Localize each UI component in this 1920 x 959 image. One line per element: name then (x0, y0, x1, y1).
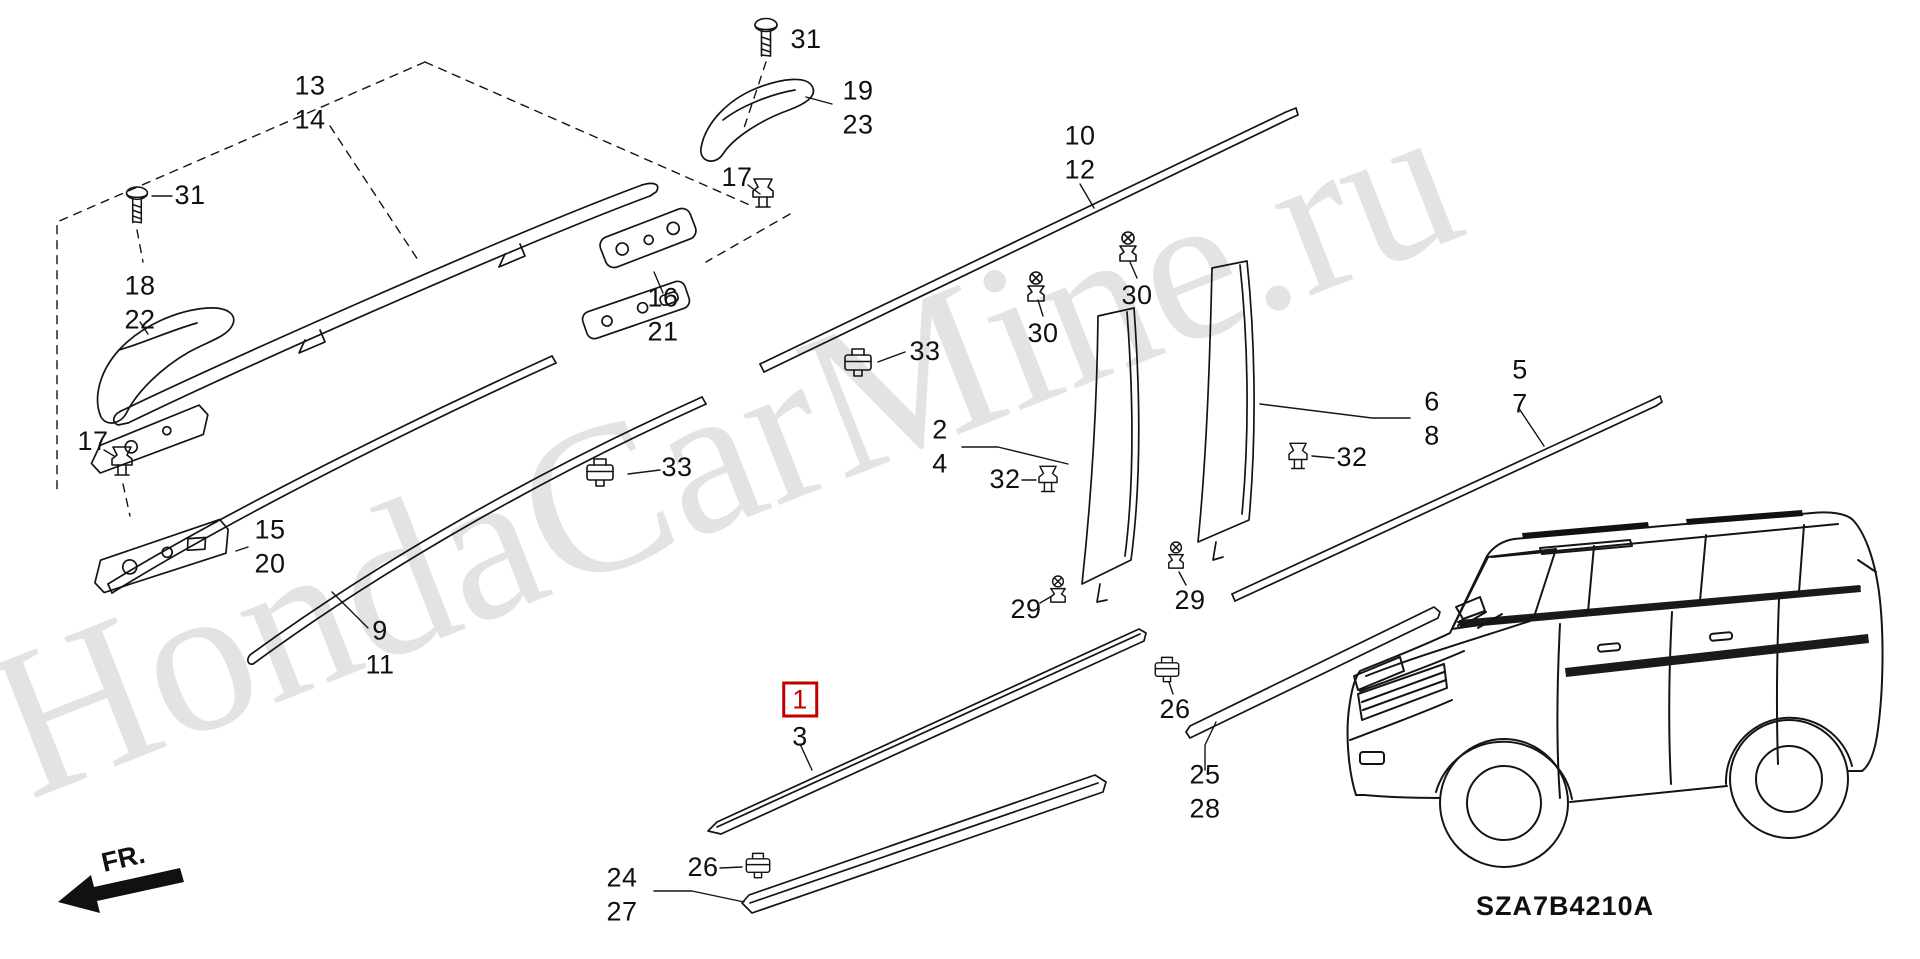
part-number: 31 (790, 24, 822, 55)
part-number: 26 (1159, 694, 1191, 725)
part-number: 10 (1064, 120, 1096, 151)
part-number: 21 (647, 316, 679, 346)
part-label-clip-30-right: 30 (1121, 279, 1152, 313)
part-door-molding-24-27 (741, 774, 1107, 914)
part-mount-plate-17 (90, 404, 209, 474)
part-number: 23 (842, 109, 874, 139)
part-number: 29 (1010, 594, 1042, 625)
part-molding-10-12 (759, 107, 1299, 373)
part-number: 3 (792, 721, 808, 752)
part-number: 9 (372, 615, 388, 646)
part-number-highlighted: 1 (782, 681, 818, 718)
part-bracket-16-21 (581, 207, 697, 340)
leader-lines (103, 96, 1545, 903)
part-bracket-15-20 (94, 518, 229, 594)
part-sash-molding-5-7 (1231, 395, 1663, 602)
part-number: 17 (77, 426, 109, 457)
part-number: 13 (294, 70, 326, 101)
part-number: 2 (932, 414, 948, 445)
part-number: 25 (1189, 759, 1221, 790)
vehicle-illustration (1346, 510, 1884, 868)
part-number: 32 (989, 464, 1021, 495)
part-number: 31 (174, 180, 206, 211)
part-label-clip-17-left: 17 (77, 425, 108, 459)
part-door-molding-1-3 (707, 628, 1147, 835)
part-pillar-garnish-6-8 (1197, 260, 1255, 561)
part-end-cap-18-22 (96, 307, 235, 424)
construction-dashed-lines (56, 61, 791, 517)
part-number: 19 (842, 75, 874, 106)
part-number: 11 (365, 649, 395, 679)
part-number: 15 (254, 514, 286, 545)
part-label-clip-33-left: 33 (661, 451, 692, 485)
part-cover-19-23 (700, 78, 815, 162)
part-number: 29 (1174, 585, 1206, 616)
part-label-clip-32-left: 32 (989, 463, 1020, 497)
part-number: 16 (647, 282, 679, 313)
part-pillar-garnish-2-4 (1081, 307, 1140, 603)
part-label-clip-17-top: 17 (721, 161, 752, 195)
part-number: 12 (1064, 154, 1096, 184)
part-number: 22 (124, 304, 156, 334)
part-label-screw-31-left: 31 (174, 179, 205, 213)
part-number: 18 (124, 270, 156, 301)
part-number: 5 (1512, 354, 1528, 385)
part-number: 28 (1189, 793, 1221, 823)
part-label-clip-33-top: 33 (909, 335, 940, 369)
part-number: 33 (661, 452, 693, 483)
part-label-clip-29-left: 29 (1010, 593, 1041, 627)
part-roof-molding-9-11 (247, 396, 707, 665)
part-label-clip-30-left: 30 (1027, 317, 1058, 351)
part-number: 32 (1336, 442, 1368, 473)
part-number: 30 (1121, 280, 1153, 311)
part-number: 4 (932, 448, 948, 478)
part-number: 33 (909, 336, 941, 367)
part-number: 24 (606, 862, 638, 893)
part-number: 27 (606, 896, 638, 926)
part-number: 17 (721, 162, 753, 193)
part-label-clip-29-right: 29 (1174, 584, 1205, 618)
part-number: 8 (1424, 420, 1440, 450)
part-number: 26 (687, 852, 719, 883)
part-number: 7 (1512, 388, 1528, 418)
part-label-clip-26-bottom: 26 (687, 851, 718, 885)
part-label-clip-26-right: 26 (1159, 693, 1190, 727)
part-label-clip-32-right: 32 (1336, 441, 1367, 475)
part-number: 6 (1424, 386, 1440, 417)
part-door-molding-25-28 (1185, 606, 1441, 739)
part-number: 14 (294, 104, 326, 134)
part-label-screw-31-top: 31 (790, 23, 821, 57)
part-number: 20 (254, 548, 286, 578)
diagram-code: SZA7B4210A (1476, 891, 1655, 921)
part-roof-rail-13-14 (112, 182, 659, 426)
part-number: 30 (1027, 318, 1059, 349)
